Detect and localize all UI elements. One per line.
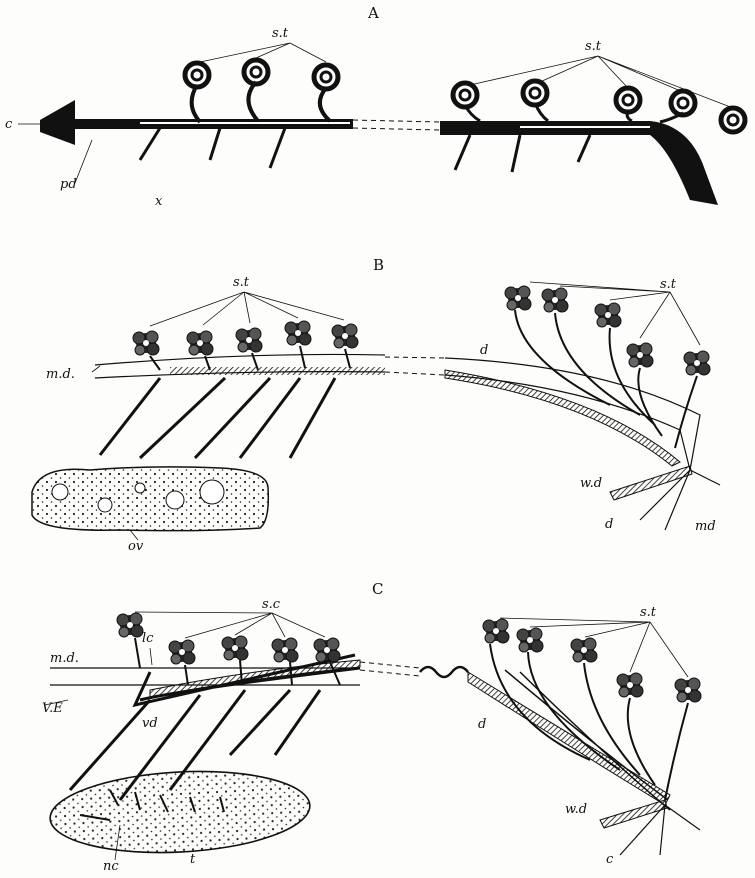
panel-b: B s.t s.t m.d. d w.d d md ov <box>32 256 720 554</box>
label-a-st-right: s.t <box>585 39 602 54</box>
panel-c-title: C <box>372 580 383 598</box>
label-b-wd: w.d <box>580 476 602 491</box>
duct-right <box>440 121 718 205</box>
label-a-st-left: s.t <box>272 26 289 41</box>
label-c-nc: nc <box>103 859 119 874</box>
label-b-ov: ov <box>128 539 144 554</box>
panel-a-title: A <box>367 4 379 22</box>
panel-c: C s.c s.t lc m.d. V.E vd d w.d c nc t <box>42 580 701 874</box>
label-b-d2: d <box>605 517 613 532</box>
label-c-d: d <box>478 717 486 732</box>
label-c-vd: vd <box>142 716 158 731</box>
label-b-d: d <box>480 343 488 358</box>
panel-a: A s.t s.t c pd x <box>5 4 745 209</box>
label-a-pd: pd <box>60 177 77 192</box>
label-c-t: t <box>190 852 196 867</box>
label-c-sc: s.c <box>262 597 281 612</box>
ovary <box>32 467 268 531</box>
funnel-left <box>40 100 75 145</box>
panel-b-title: B <box>373 256 384 274</box>
label-b-st-left: s.t <box>233 275 250 290</box>
testis <box>48 765 312 858</box>
label-a-c: c <box>5 117 13 132</box>
label-b-md: m.d. <box>46 367 75 382</box>
label-c-st-right: s.t <box>640 605 657 620</box>
label-a-x: x <box>155 194 163 209</box>
label-b-md2: md <box>695 519 716 534</box>
label-c-c: c <box>606 852 614 867</box>
label-c-md: m.d. <box>50 651 79 666</box>
label-c-lc: lc <box>142 631 154 646</box>
label-c-wd: w.d <box>565 802 587 817</box>
label-b-st-right: s.t <box>660 277 677 292</box>
